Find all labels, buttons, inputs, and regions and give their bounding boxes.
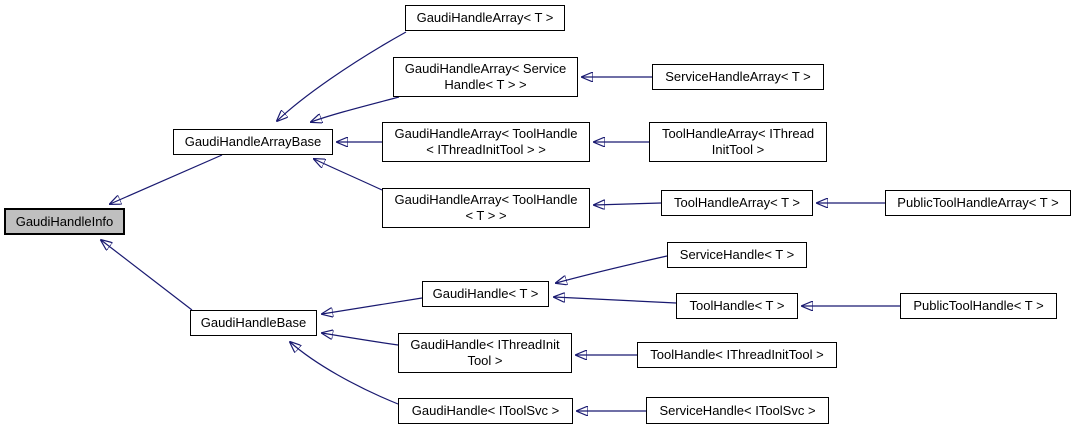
node-public-tool-handle-t[interactable]: PublicToolHandle< T > [900,293,1057,319]
edge-handle-itoolsvc-to-base [290,342,399,405]
node-gaudi-handle-array-tool-handle-t[interactable]: GaudiHandleArray< ToolHandle < T > > [382,188,590,228]
node-tool-handle-array-ithreadinittool[interactable]: ToolHandleArray< IThread InitTool > [649,122,827,162]
node-gaudi-handle-array-t[interactable]: GaudiHandleArray< T > [405,5,565,31]
edge-handle-t-to-base [322,297,423,314]
edge-toolhandle-t-to-handle-t [554,297,677,304]
node-tool-handle-ithreadinittool[interactable]: ToolHandle< IThreadInitTool > [637,342,837,368]
edge-array-servicehandle-to-arraybase [311,96,400,122]
node-gaudi-handle-info[interactable]: GaudiHandleInfo [4,208,125,235]
node-gaudi-handle-t[interactable]: GaudiHandle< T > [422,281,549,307]
node-service-handle-array-t[interactable]: ServiceHandleArray< T > [652,64,824,90]
node-public-tool-handle-array-t[interactable]: PublicToolHandleArray< T > [885,190,1071,216]
node-service-handle-itoolsvc[interactable]: ServiceHandle< IToolSvc > [646,397,829,424]
edge-base-to-info [101,240,193,311]
node-service-handle-t[interactable]: ServiceHandle< T > [667,242,807,268]
edge-toolhandlearray-t-to-array-toolhandle-t [594,203,662,205]
node-tool-handle-array-t[interactable]: ToolHandleArray< T > [661,190,813,216]
node-gaudi-handle-array-service-handle-t[interactable]: GaudiHandleArray< Service Handle< T > > [393,57,578,97]
node-gaudi-handle-ithreadinittool[interactable]: GaudiHandle< IThreadInit Tool > [398,333,572,373]
edge-servicehandle-t-to-handle-t [556,255,668,283]
edge-handle-itit-to-base [322,333,399,346]
node-gaudi-handle-base[interactable]: GaudiHandleBase [190,310,317,336]
node-tool-handle-t[interactable]: ToolHandle< T > [676,293,798,319]
edge-arraybase-to-info [110,154,223,204]
edge-array-t-to-arraybase [277,31,407,121]
node-gaudi-handle-itoolsvc[interactable]: GaudiHandle< IToolSvc > [398,398,573,424]
node-gaudi-handle-array-tool-handle-ithreadinittool[interactable]: GaudiHandleArray< ToolHandle < IThreadIn… [382,122,590,162]
node-gaudi-handle-array-base[interactable]: GaudiHandleArrayBase [173,129,333,155]
edge-array-toolhandle-t-to-arraybase [314,159,383,191]
